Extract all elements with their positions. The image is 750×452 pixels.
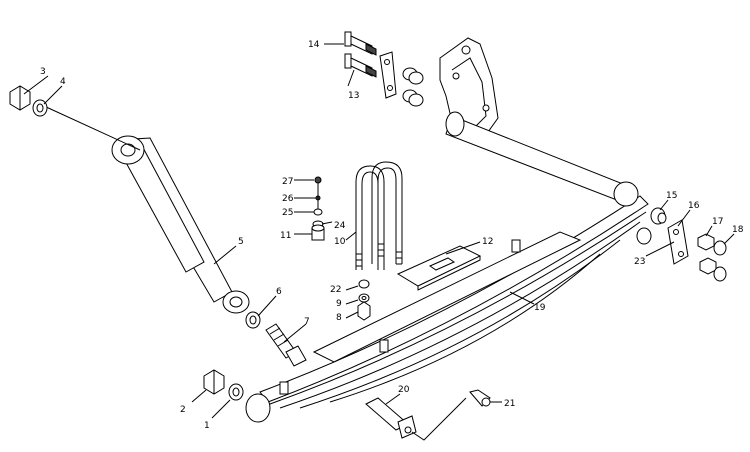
eye-washer-1 — [228, 383, 244, 401]
spring-pin-20 — [365, 397, 467, 441]
callout-14: 14 — [308, 40, 320, 50]
shackle-bolt-14 — [344, 31, 377, 56]
callout-8: 8 — [336, 313, 342, 323]
callout-26: 26 — [282, 194, 294, 204]
shackle-plate-upper — [379, 51, 397, 99]
callout-1: 1 — [204, 421, 210, 431]
callout-11: 11 — [280, 231, 291, 241]
axle-tube — [445, 111, 636, 205]
callout-5: 5 — [238, 237, 244, 247]
rear-shackle-parts — [636, 207, 727, 282]
u-bolts — [355, 161, 403, 270]
shock-upper-nut-3 — [9, 85, 31, 111]
shock-lower-washer-6 — [245, 311, 261, 329]
spring-pad — [396, 245, 482, 291]
grease-nipple-21 — [469, 389, 491, 407]
callout-15: 15 — [666, 191, 677, 201]
callout-20: 20 — [398, 385, 410, 395]
eye-nut-2 — [203, 369, 225, 395]
callout-3: 3 — [40, 67, 46, 77]
callout-22: 22 — [330, 285, 341, 295]
callout-25: 25 — [282, 208, 293, 218]
callout-17: 17 — [712, 217, 723, 227]
callout-10: 10 — [334, 237, 346, 247]
shock-absorber — [43, 105, 250, 314]
callout-12: 12 — [482, 237, 493, 247]
shock-lower-bolt-7 — [265, 323, 307, 367]
callout-4: 4 — [60, 77, 66, 87]
shock-upper-washer-4 — [32, 99, 48, 117]
shackle-bolt-13 — [344, 53, 377, 78]
callout-21: 21 — [504, 399, 515, 409]
callout-7: 7 — [304, 317, 310, 327]
callout-19: 19 — [534, 303, 546, 313]
shackle-bushings-upper — [402, 67, 424, 107]
leader-lines — [23, 43, 735, 419]
callout-24: 24 — [334, 221, 346, 231]
callout-23: 23 — [634, 257, 645, 267]
leaf-spring — [245, 181, 649, 423]
callout-9: 9 — [336, 299, 342, 309]
callout-16: 16 — [688, 201, 700, 211]
callout-labels: 3 4 5 6 7 8 9 22 10 11 12 13 14 15 16 17… — [40, 40, 744, 431]
bump-stop-stack — [311, 176, 325, 241]
callout-6: 6 — [276, 287, 282, 297]
callout-18: 18 — [732, 225, 744, 235]
callout-27: 27 — [282, 177, 293, 187]
callout-13: 13 — [348, 91, 359, 101]
nut-hardware-22-9-8 — [357, 279, 371, 321]
callout-2: 2 — [180, 405, 186, 415]
